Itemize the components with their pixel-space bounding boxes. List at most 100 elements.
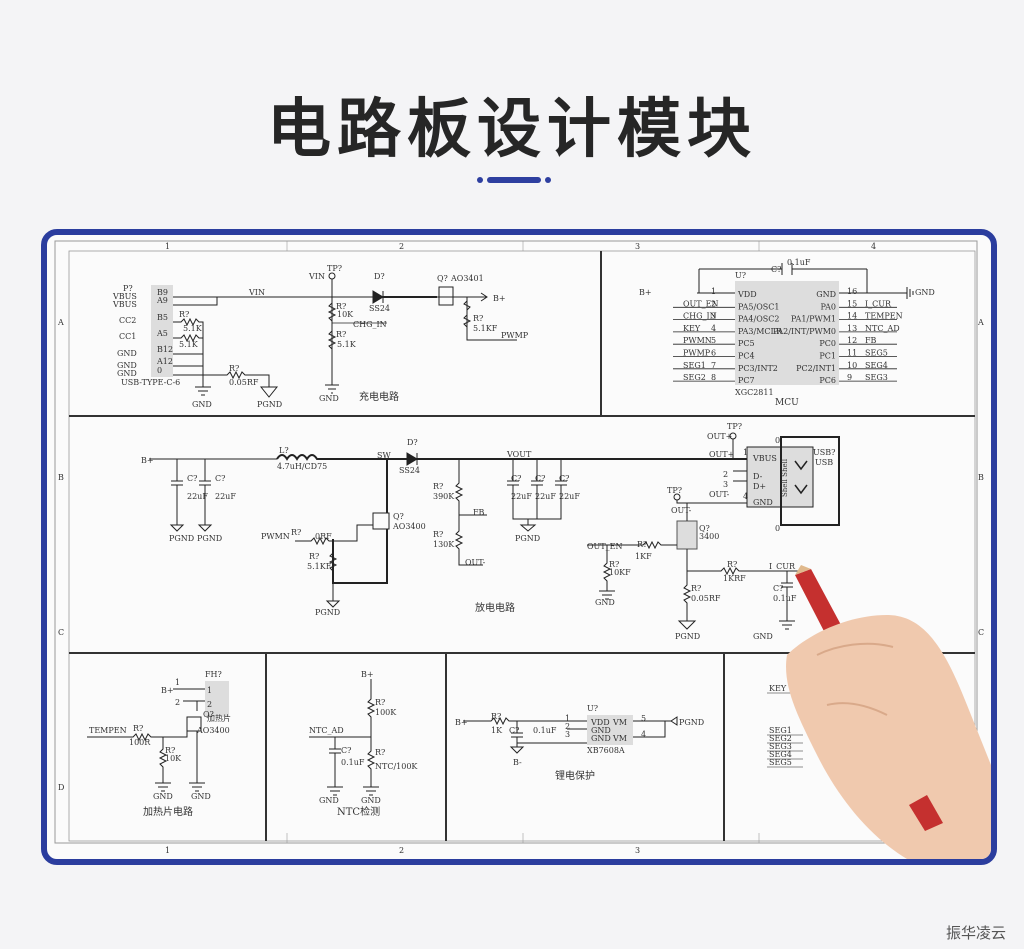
usb-pin-label: VBUS bbox=[112, 300, 137, 309]
mcu-left-pin-num: 8 bbox=[711, 373, 716, 382]
mcu-right-net: SEG5 bbox=[865, 349, 888, 358]
pgnd-label: PGND bbox=[675, 632, 700, 641]
bplus-label: B+ bbox=[455, 718, 468, 727]
mcu-left-pin-num: 5 bbox=[711, 336, 716, 345]
bplus-label: B+ bbox=[141, 456, 154, 465]
gnd-label: GND bbox=[319, 796, 339, 805]
diode-part: SS24 bbox=[369, 304, 390, 313]
usb-c-connector bbox=[151, 285, 173, 377]
usb-pin-label: VBUS bbox=[112, 292, 137, 301]
usb-pin-label: GND bbox=[117, 369, 137, 378]
usb-pin-num: 2 bbox=[723, 470, 728, 479]
usb-pin-num: A5 bbox=[156, 329, 168, 338]
pgnd-label: PGND bbox=[169, 534, 194, 543]
vin-net-label: VIN bbox=[248, 288, 265, 297]
mcu-right-pin-num: 12 bbox=[847, 336, 857, 345]
display-net: SEG1 bbox=[769, 726, 792, 735]
usb-pin-num: B12 bbox=[157, 345, 173, 354]
inductor-ref: L? bbox=[279, 446, 289, 455]
ic-pin-num: 5 bbox=[641, 714, 646, 723]
display-net: SEG5 bbox=[769, 758, 792, 767]
res-ref: R? bbox=[473, 314, 483, 323]
charge-circuit-caption: 充电电路 bbox=[359, 390, 399, 403]
ic-pin: VDD bbox=[590, 718, 610, 727]
ic-pin: VM bbox=[612, 718, 627, 727]
mcu-chip-body bbox=[735, 281, 839, 385]
usb-pin-num: B5 bbox=[157, 313, 168, 322]
mos-ref: Q? bbox=[437, 274, 448, 283]
mcu-left-pin-name: PA4/OSC2 bbox=[738, 315, 779, 324]
mcu-right-net: I_CUR bbox=[865, 299, 892, 308]
gnd-label: GND bbox=[191, 792, 211, 801]
pgnd-label: PGND bbox=[197, 534, 222, 543]
sw-net: SW bbox=[377, 451, 391, 460]
mcu-left-pin-name: PA5/OSC1 bbox=[738, 302, 779, 311]
res-val: 0.05RF bbox=[691, 594, 721, 603]
mcu-right-pin-name: PA0 bbox=[820, 302, 836, 311]
display-net: SEG2 bbox=[769, 734, 792, 743]
cap-val: 22uF bbox=[535, 492, 556, 501]
row-label-c: C bbox=[58, 628, 64, 637]
usb-shell-pin: 0 bbox=[775, 436, 780, 445]
fb-net: FB bbox=[473, 508, 485, 517]
usb-pin-label: GND bbox=[117, 361, 137, 370]
mcu-left-pin-name: PC5 bbox=[738, 339, 755, 348]
ic-pin: GND bbox=[591, 726, 611, 735]
gnd-label: GND bbox=[361, 796, 381, 805]
usb-part: USB bbox=[815, 458, 833, 467]
mcu-left-net: CHG_IN bbox=[683, 312, 717, 321]
pencil-tip bbox=[795, 565, 811, 575]
cap-ref: C? bbox=[559, 474, 569, 483]
usb-pin-num: 0 bbox=[157, 366, 162, 375]
display-net: SEG4 bbox=[769, 750, 792, 759]
res-ref: R? bbox=[375, 698, 385, 707]
mcu-ref: U? bbox=[735, 271, 746, 280]
i-cur-net: I_CUR bbox=[769, 562, 796, 571]
mcu-right-pin-name: PC2/INT1 bbox=[796, 364, 836, 373]
usb-pin-label: D- bbox=[753, 472, 763, 481]
mos-ref: Q? bbox=[393, 512, 404, 521]
hand-with-pencil bbox=[786, 565, 991, 859]
sheet-border bbox=[54, 240, 978, 844]
gnd-label: GND bbox=[192, 400, 212, 409]
mcu-left-net: PWMN bbox=[683, 336, 712, 345]
charge-circuit: P? VBUS VBUS CC2 CC1 GND GND GND USB-TYP… bbox=[112, 264, 529, 409]
usb-pin-label: D+ bbox=[753, 482, 766, 491]
diode-ref: D? bbox=[374, 272, 385, 281]
display-net: SEG3 bbox=[769, 742, 792, 751]
mcu-left-pin-num: 2 bbox=[711, 299, 716, 308]
usb-pin-num: 1 bbox=[743, 448, 748, 457]
mcu-left-pin-num: 3 bbox=[711, 312, 716, 321]
ntc-circuit: B+ R? 100K NTC_AD C? 0.1uF R? NTC/100K G… bbox=[309, 670, 418, 818]
res-val: 10KF bbox=[609, 568, 631, 577]
mcu-right-pin-name: GND bbox=[816, 290, 836, 299]
col-label-bottom-1: 1 bbox=[165, 846, 170, 855]
col-label-1: 1 bbox=[165, 242, 170, 251]
page-title: 电路板设计模块 bbox=[267, 93, 757, 167]
cap-val: 22uF bbox=[559, 492, 580, 501]
mcu-left-pin-name: PC7 bbox=[738, 376, 755, 385]
res-ref: R? bbox=[375, 748, 385, 757]
cap-val: 22uF bbox=[187, 492, 208, 501]
res-ref: R? bbox=[433, 530, 443, 539]
res-val: 1KRF bbox=[723, 574, 746, 583]
display-block: KEY SEG1 SEG2 SEG3 SEG4 SEG5 bbox=[769, 684, 792, 767]
pencil-end bbox=[909, 795, 943, 831]
mcu-right-pin-num: 15 bbox=[847, 299, 857, 308]
cap-val: 0.1uF bbox=[773, 594, 797, 603]
res-ref: R? bbox=[691, 584, 701, 593]
cap-val: 22uF bbox=[511, 492, 532, 501]
col-label-2: 2 bbox=[399, 242, 404, 251]
pin-num: 1 bbox=[175, 678, 180, 687]
gnd-label: GND bbox=[915, 288, 935, 297]
res-val: 130K bbox=[433, 540, 455, 549]
col-label-3: 3 bbox=[635, 242, 640, 251]
inductor-val: 4.7uH/CD75 bbox=[277, 462, 327, 471]
usb-pin-label: GND bbox=[117, 349, 137, 358]
watermark: 振华凌云 bbox=[945, 924, 1006, 942]
pin-num: 2 bbox=[175, 698, 180, 707]
out-plus-net: OUT+ bbox=[709, 450, 734, 459]
cap-val: 0.1uF bbox=[341, 758, 365, 767]
res-ref: R? bbox=[491, 712, 501, 721]
mos-part: 3400 bbox=[699, 532, 719, 541]
